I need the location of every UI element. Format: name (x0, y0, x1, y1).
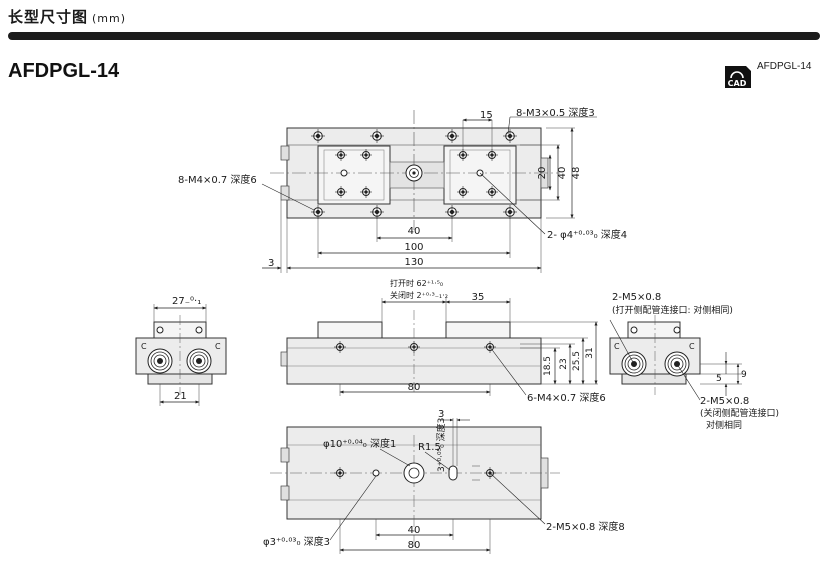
dim-40-bottom: 40 (408, 525, 421, 536)
dim-27: 27₋⁰·₁ (172, 296, 201, 307)
phi3-callout: φ3⁺⁰·⁰³₀ 深度3 (263, 535, 330, 548)
cad-icon-text: CAD (728, 79, 747, 88)
dim-130: 130 (404, 257, 423, 268)
bottom-view (270, 418, 560, 554)
dim-80-front: 80 (408, 382, 421, 393)
port-close-label: 2-M5×0.8 (700, 396, 749, 407)
svg-text:C: C (614, 342, 620, 351)
page-title: 长型尺寸图(mm) (8, 8, 127, 26)
top-view (261, 110, 597, 273)
dim-3-offset: 3 (268, 258, 274, 269)
cad-icon[interactable]: CAD (722, 64, 752, 90)
r15-label: R1.5 (418, 442, 441, 453)
left-side-view: C C (135, 304, 227, 406)
dim-5: 5 (716, 374, 722, 384)
callout-front-m4-holes: 6-M4×0.7 深度6 (527, 391, 606, 404)
dim-20: 20 (537, 167, 548, 180)
callout-m3-holes: 8-M3×0.5 深度3 (516, 106, 595, 119)
dim-35: 35 (472, 292, 485, 303)
dim-15: 15 (480, 110, 493, 121)
dim-40-v: 40 (557, 167, 568, 180)
callout-bottom-m5: 2-M5×0.8 深度8 (546, 520, 625, 533)
dim-100: 100 (404, 242, 423, 253)
dim-80-bottom: 80 (408, 540, 421, 551)
svg-text:C: C (215, 342, 221, 351)
port-close-note2: 对侧相同 (706, 419, 742, 431)
stroke-open-label: 打开时 62⁺¹·⁵₀ (390, 278, 443, 288)
port-open-label: 2-M5×0.8 (612, 292, 661, 303)
port-open-note: (打开侧配管连接口: 对侧相同) (612, 304, 733, 316)
callout-pin-holes: 2- φ4⁺⁰·⁰³₀ 深度4 (547, 228, 627, 241)
dim-21: 21 (174, 391, 187, 402)
dim-3-bottom: 3 (438, 409, 444, 420)
stroke-close-label: 关闭时 2⁺⁰·³₋₁·₂ (390, 290, 448, 300)
right-side-view: C C (609, 315, 742, 401)
dim-48: 48 (571, 167, 582, 180)
slot-callout: 3⁺⁰·⁰⁵₀ 深度3 (435, 418, 447, 472)
model-name: AFDPGL-14 (8, 60, 120, 82)
dim-23: 23 (559, 358, 569, 369)
callout-m4-holes: 8-M4×0.7 深度6 (178, 173, 257, 186)
dim-18-5: 18.5 (543, 356, 553, 376)
unit-label: (mm) (92, 12, 127, 25)
dim-25-5: 25.5 (572, 351, 582, 371)
phi10-callout: φ10⁺⁰·⁰⁴₀ 深度1 (323, 437, 396, 450)
dim-31: 31 (585, 347, 595, 358)
cad-model-label[interactable]: AFDPGL-14 (757, 61, 812, 72)
port-close-note: (关闭侧配管连接口) (700, 407, 779, 419)
dim-40-h: 40 (408, 226, 421, 237)
svg-text:C: C (689, 342, 695, 351)
header-divider (8, 32, 820, 40)
dim-9: 9 (741, 370, 747, 380)
svg-text:C: C (141, 342, 147, 351)
front-view (280, 298, 598, 396)
